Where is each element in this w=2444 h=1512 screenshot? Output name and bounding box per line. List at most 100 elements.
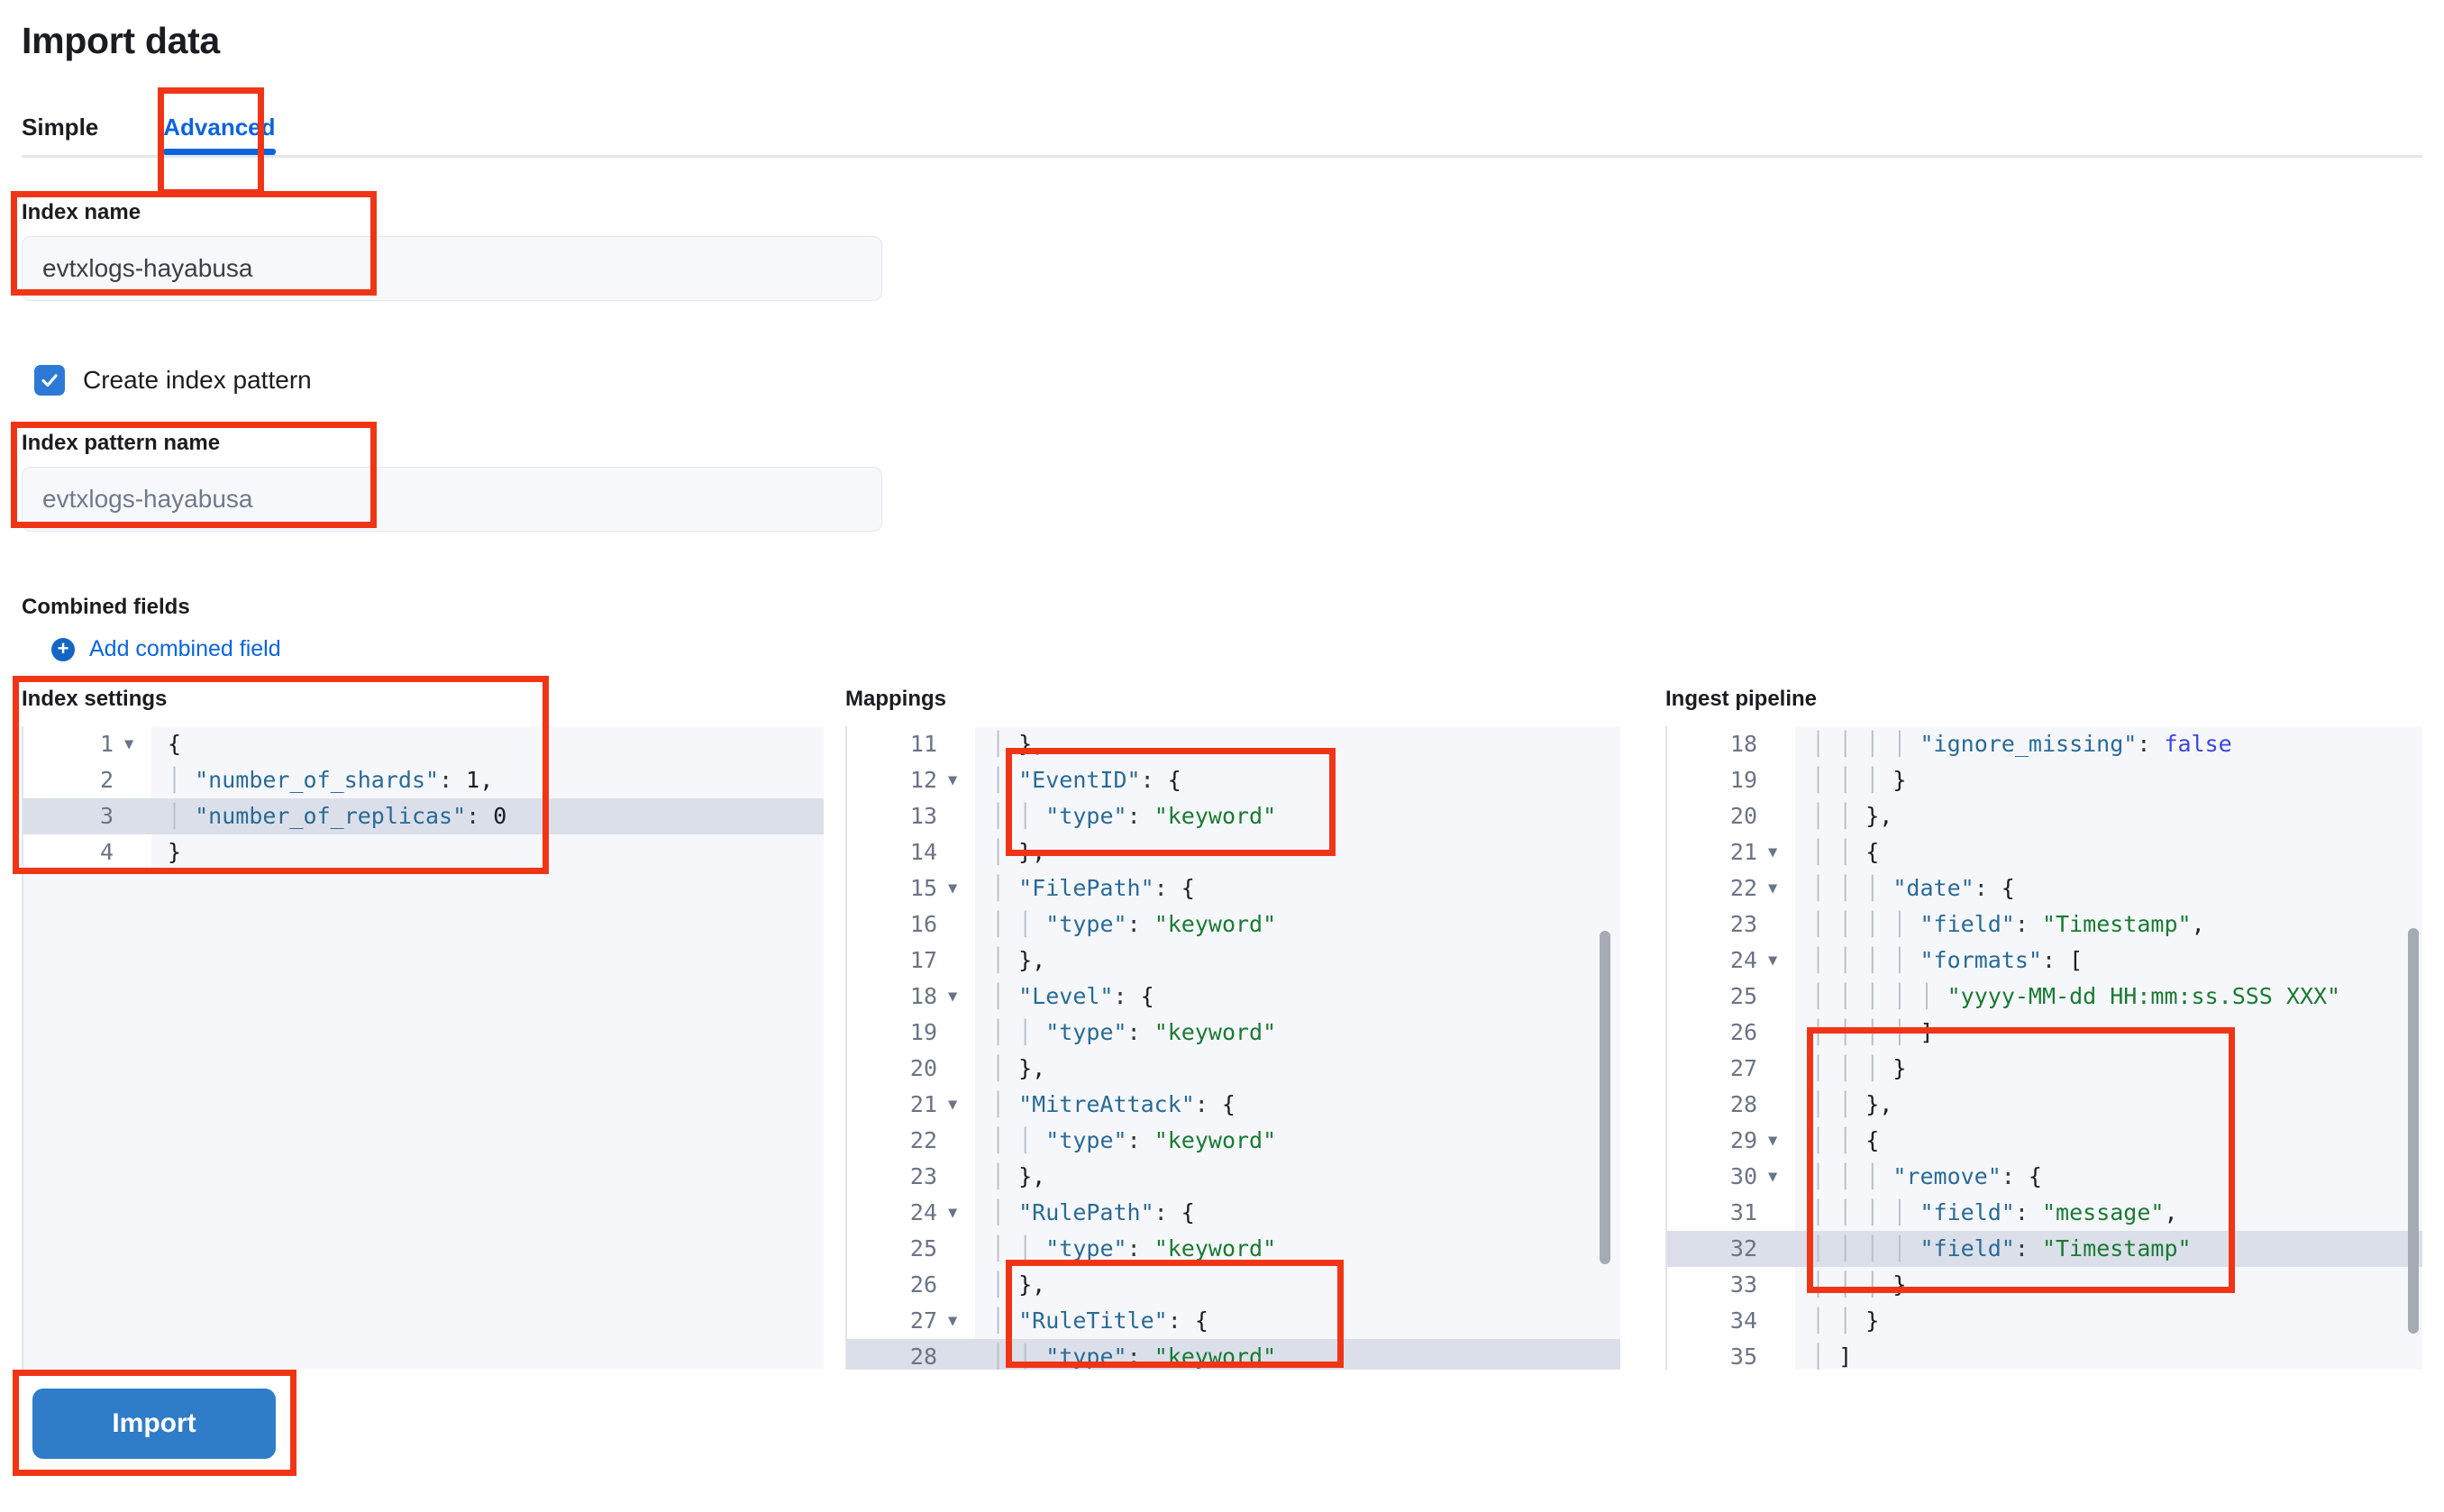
line-number: 22 [845, 1123, 944, 1159]
fold-toggle[interactable] [1765, 762, 1795, 798]
code-text: │ │ "type": "keyword" [975, 1339, 1620, 1370]
fold-toggle[interactable]: ▼ [121, 726, 151, 762]
code-line: 19│ │ "type": "keyword" [845, 1015, 1620, 1051]
editor-gutter-rule [1665, 726, 1667, 1370]
fold-toggle[interactable] [1765, 1303, 1795, 1339]
fold-toggle[interactable] [944, 1051, 975, 1087]
fold-toggle[interactable] [121, 798, 151, 834]
fold-toggle[interactable] [944, 1015, 975, 1051]
tab-advanced[interactable]: Advanced [129, 115, 306, 155]
code-line: 25│ │ "type": "keyword" [845, 1231, 1620, 1267]
fold-toggle[interactable] [1765, 979, 1795, 1015]
line-number: 16 [845, 906, 944, 943]
code-text: │ "EventID": { [991, 767, 1181, 793]
code-text: │ │ │ │ │ "yyyy-MM-dd HH:mm:ss.SSS XXX" [1811, 983, 2341, 1009]
code-line: 26│ }, [845, 1267, 1620, 1303]
fold-toggle[interactable] [121, 834, 151, 870]
index-name-input[interactable]: evtxlogs-hayabusa [22, 236, 882, 301]
checkmark-icon [34, 365, 65, 396]
fold-toggle[interactable] [944, 834, 975, 870]
code-line: 29▼│ │ { [1665, 1123, 2422, 1159]
code-line: 1▼{ [22, 726, 824, 762]
mappings-editor[interactable]: 11│ },12▼│ "EventID": {13│ │ "type": "ke… [845, 726, 1620, 1370]
add-combined-field-label: Add combined field [89, 636, 281, 661]
fold-toggle[interactable] [944, 726, 975, 762]
index-pattern-name-input[interactable]: evtxlogs-hayabusa [22, 467, 882, 532]
code-line: 24▼│ "RulePath": { [845, 1195, 1620, 1231]
code-text: │ │ │ │ "ignore_missing": false [1811, 731, 2232, 757]
create-index-pattern-checkbox[interactable]: Create index pattern [34, 365, 312, 396]
fold-toggle[interactable]: ▼ [944, 979, 975, 1015]
fold-toggle[interactable] [944, 906, 975, 943]
index-settings-title: Index settings [22, 687, 168, 711]
code-line: 31│ │ │ │ "field": "message", [1665, 1195, 2422, 1231]
combined-fields-label: Combined fields [22, 595, 190, 619]
code-line: 25│ │ │ │ │ "yyyy-MM-dd HH:mm:ss.SSS XXX… [1665, 979, 2422, 1015]
fold-toggle[interactable] [1765, 906, 1795, 943]
fold-toggle[interactable] [1765, 1267, 1795, 1303]
line-number: 31 [1665, 1195, 1765, 1231]
code-text: │ │ }, [1811, 803, 1893, 829]
fold-toggle[interactable] [1765, 1015, 1795, 1051]
fold-toggle[interactable] [944, 943, 975, 979]
line-number: 29 [1665, 1123, 1765, 1159]
line-number: 19 [845, 1015, 944, 1051]
fold-toggle[interactable] [944, 1123, 975, 1159]
mappings-title: Mappings [845, 687, 946, 711]
code-line: 22│ │ "type": "keyword" [845, 1123, 1620, 1159]
line-number: 26 [1665, 1015, 1765, 1051]
fold-toggle[interactable]: ▼ [1765, 870, 1795, 906]
fold-toggle[interactable] [1765, 1051, 1795, 1087]
fold-toggle[interactable] [1765, 1231, 1795, 1267]
fold-toggle[interactable]: ▼ [944, 1087, 975, 1123]
line-number: 25 [845, 1231, 944, 1267]
code-line: 27▼│ "RuleTitle": { [845, 1303, 1620, 1339]
fold-toggle[interactable] [1765, 1339, 1795, 1370]
code-text: │ │ { [1811, 839, 1880, 865]
tab-simple[interactable]: Simple [22, 114, 99, 141]
fold-toggle[interactable] [1765, 798, 1795, 834]
line-number: 34 [1665, 1303, 1765, 1339]
import-button[interactable]: Import [32, 1389, 276, 1459]
fold-toggle[interactable] [121, 762, 151, 798]
code-line: 28│ │ }, [1665, 1087, 2422, 1123]
mappings-scrollbar[interactable] [1600, 931, 1610, 1264]
code-text: │ }, [991, 1055, 1046, 1081]
code-text: │ │ }, [1811, 1091, 1893, 1117]
code-line: 16│ │ "type": "keyword" [845, 906, 1620, 943]
code-line: 35│ ] [1665, 1339, 2422, 1370]
fold-toggle[interactable] [944, 1339, 975, 1370]
line-number: 27 [845, 1303, 944, 1339]
add-combined-field-button[interactable]: + Add combined field [51, 636, 281, 662]
code-line: 20│ │ }, [1665, 798, 2422, 834]
fold-toggle[interactable] [944, 1267, 975, 1303]
fold-toggle[interactable] [1765, 726, 1795, 762]
index-name-label: Index name [22, 200, 141, 224]
line-number: 15 [845, 870, 944, 906]
fold-toggle[interactable]: ▼ [944, 762, 975, 798]
code-line: 27│ │ │ } [1665, 1051, 2422, 1087]
line-number: 4 [22, 834, 121, 870]
fold-toggle[interactable]: ▼ [944, 1195, 975, 1231]
fold-toggle[interactable] [1765, 1087, 1795, 1123]
fold-toggle[interactable]: ▼ [944, 870, 975, 906]
fold-toggle[interactable]: ▼ [944, 1303, 975, 1339]
code-line: 11│ }, [845, 726, 1620, 762]
fold-toggle[interactable] [944, 1231, 975, 1267]
fold-toggle[interactable]: ▼ [1765, 1159, 1795, 1195]
fold-toggle[interactable]: ▼ [1765, 834, 1795, 870]
fold-toggle[interactable]: ▼ [1765, 943, 1795, 979]
code-text: │ │ │ "remove": { [1811, 1163, 2042, 1189]
fold-toggle[interactable] [944, 798, 975, 834]
fold-toggle[interactable]: ▼ [1765, 1123, 1795, 1159]
fold-toggle[interactable] [1765, 1195, 1795, 1231]
code-line: 34│ │ } [1665, 1303, 2422, 1339]
ingest-pipeline-scrollbar[interactable] [2408, 928, 2419, 1334]
code-line: 33│ │ │ } [1665, 1267, 2422, 1303]
fold-toggle[interactable] [944, 1159, 975, 1195]
index-settings-editor[interactable]: 1▼{2│ "number_of_shards": 1,3│ "number_o… [22, 726, 824, 1370]
code-line: 23│ │ │ │ "field": "Timestamp", [1665, 906, 2422, 943]
line-number: 35 [1665, 1339, 1765, 1370]
